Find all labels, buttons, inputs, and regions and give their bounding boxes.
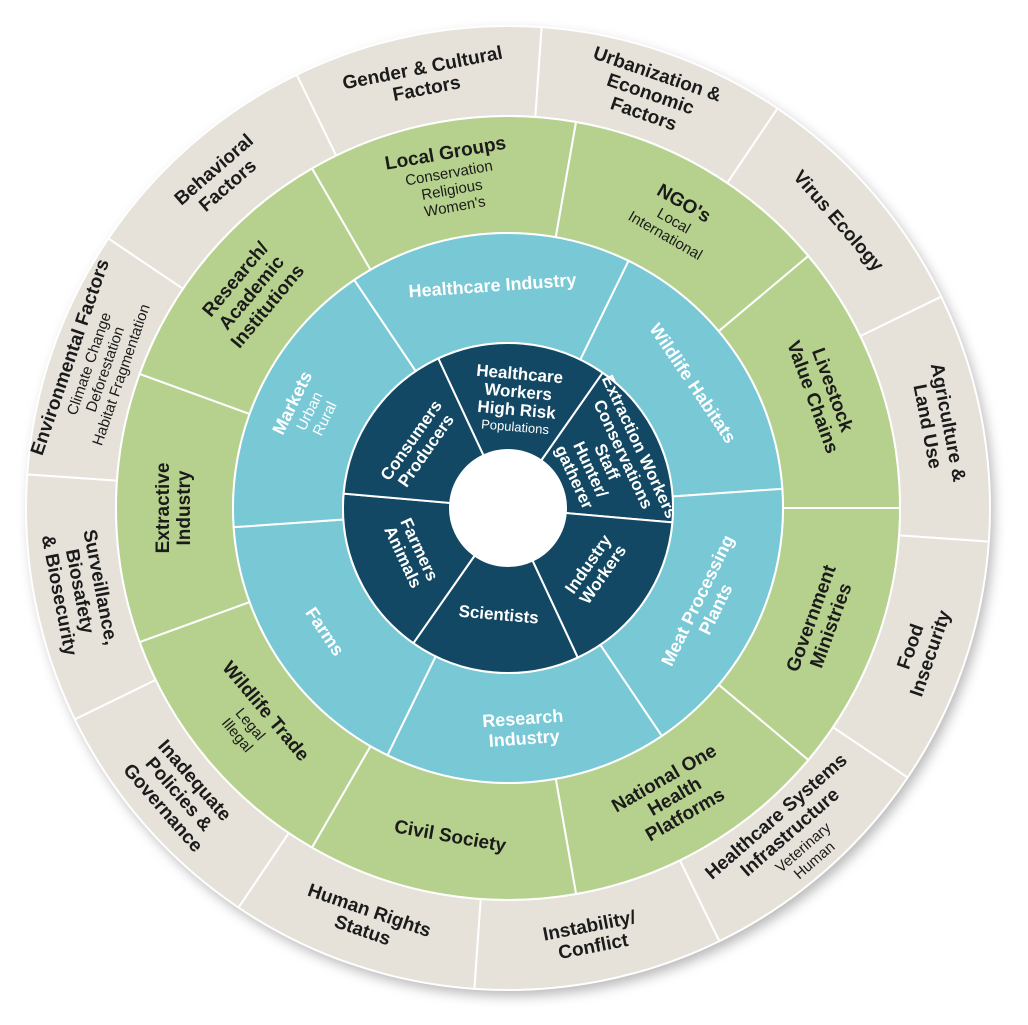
segment-subtitle-line: Populations — [481, 416, 550, 437]
rings-layer — [25, 25, 991, 991]
segment-title-line: Industry — [488, 726, 560, 751]
segment-title-line: Industry — [174, 470, 195, 545]
center-hole — [450, 450, 566, 566]
segment-title-line: Extractive — [153, 463, 174, 554]
